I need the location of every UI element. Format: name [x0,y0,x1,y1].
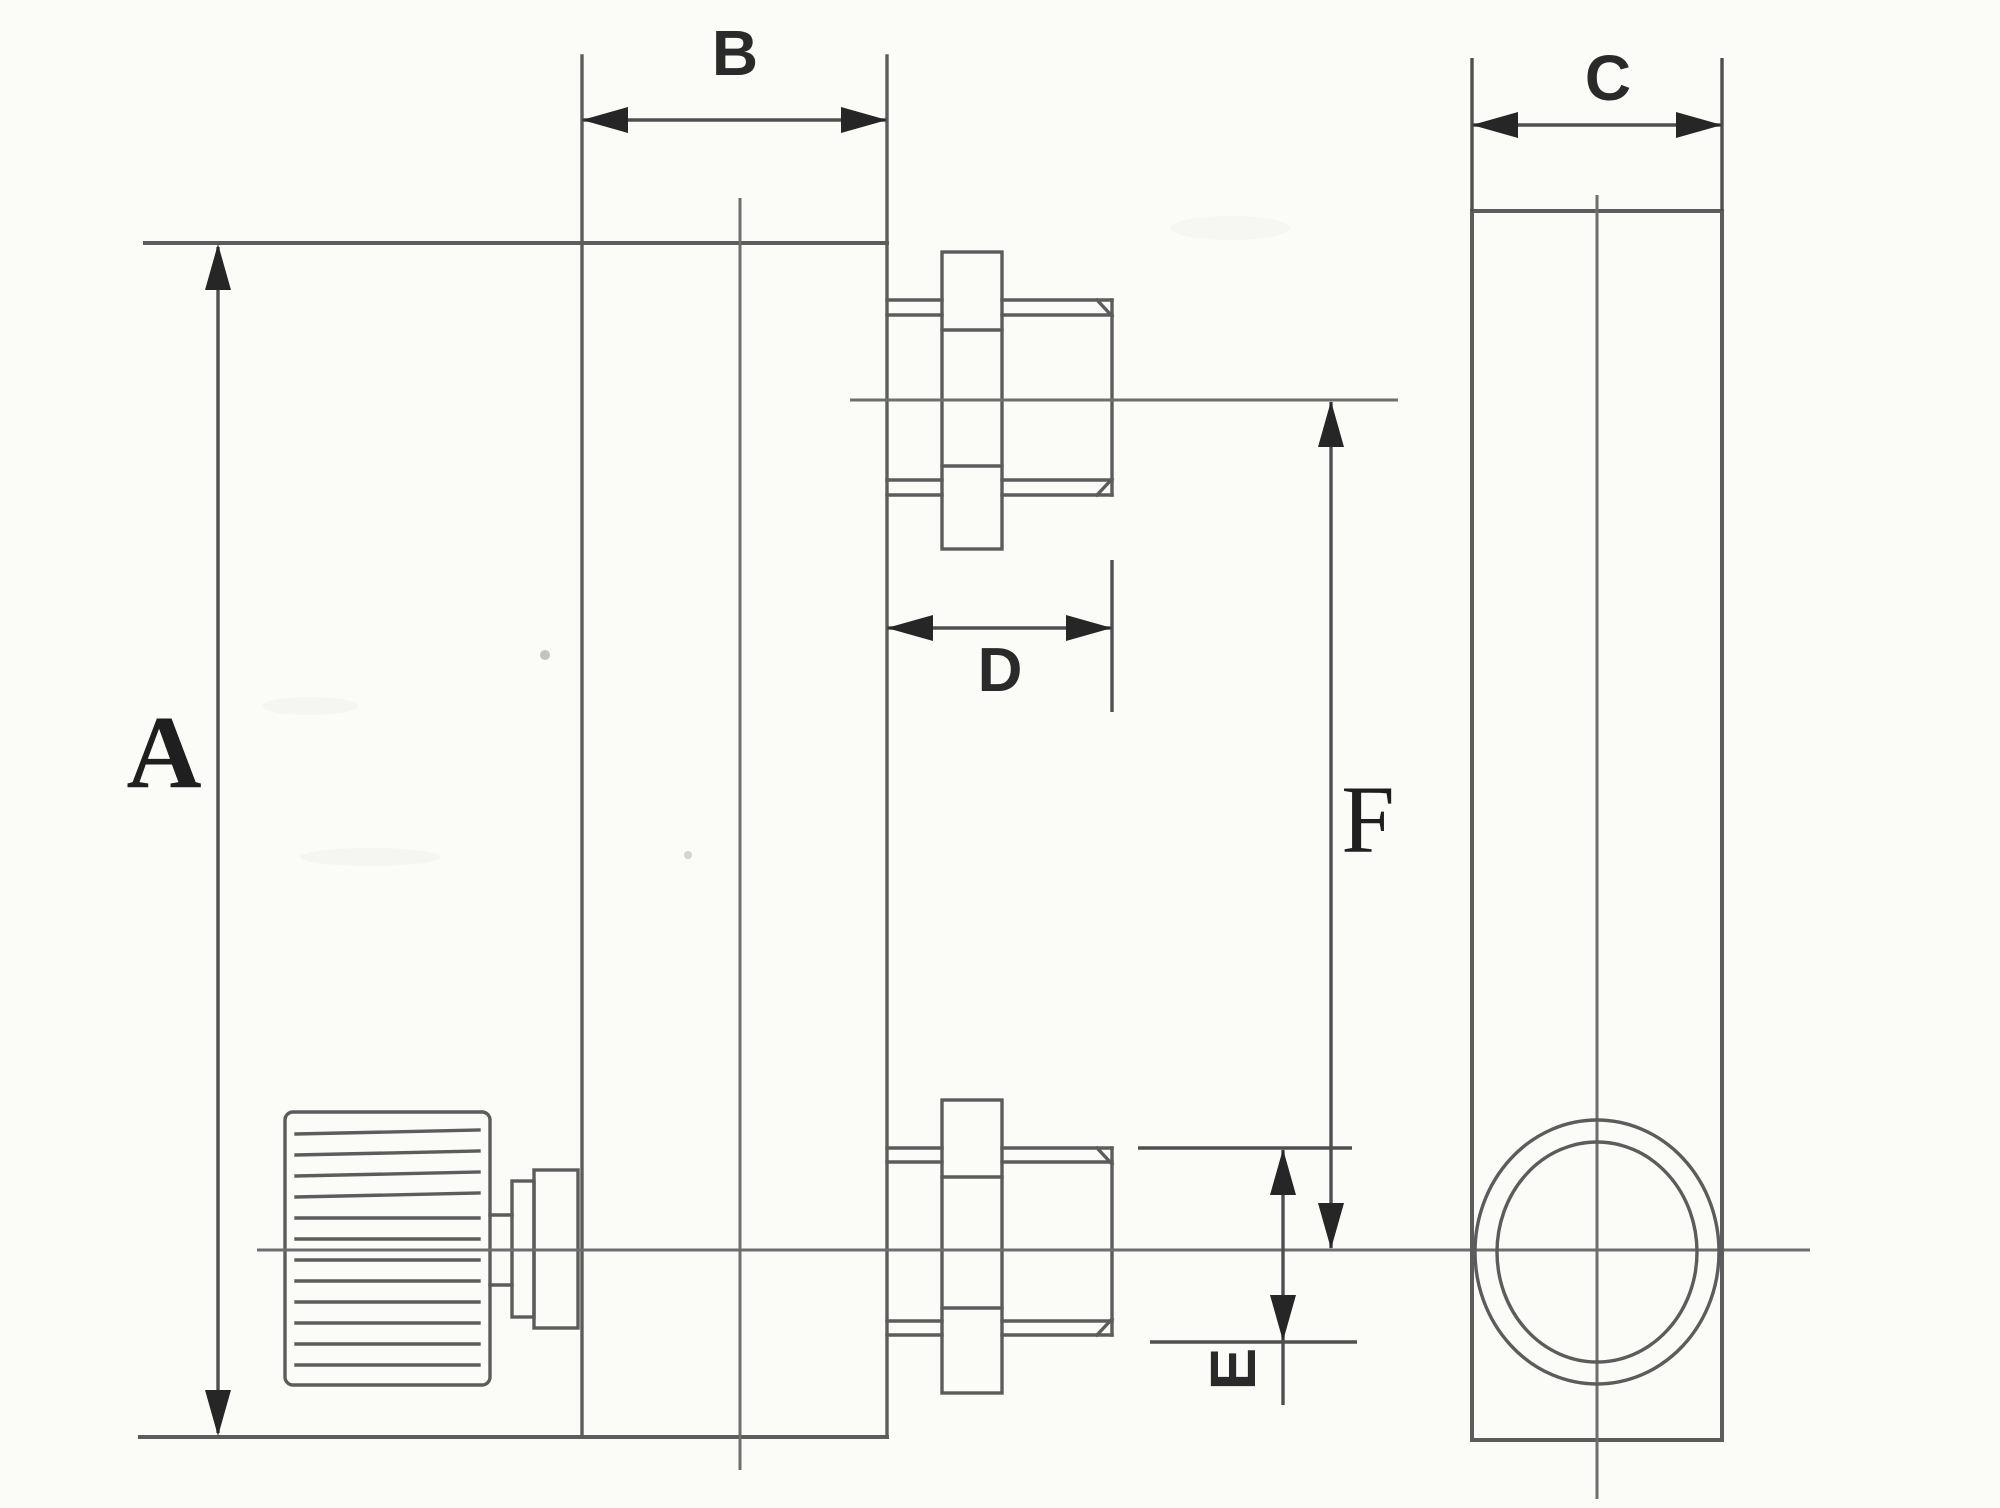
front-view [1470,195,1724,1499]
scan-smudge [262,697,358,715]
dimension-d: D [887,560,1114,712]
arrow-down-icon [205,1390,231,1436]
bottom-pipe-chamfer [1094,1316,1115,1338]
arrow-left-icon [582,107,628,133]
port-boss-inner-circle [1495,1140,1699,1364]
top-pipe-chamfer [1094,476,1115,498]
port-boss-outer-circle [1473,1118,1721,1386]
arrow-down-icon [1270,1295,1296,1341]
side-view [138,54,889,1470]
dimension-d-label: D [978,636,1023,705]
scan-smudge [300,848,440,866]
knob-knurl-line [294,1191,481,1199]
arrow-up-icon [1270,1149,1296,1195]
dimension-c: C [1470,42,1724,211]
arrow-right-icon [1066,615,1112,641]
dimension-e: E [1138,1146,1357,1405]
dimension-f: F [1318,401,1395,1249]
scan-dot [684,851,692,859]
bottom-port-nut [940,1098,1004,1395]
bottom-pipe-chamfer [1094,1145,1115,1167]
arrow-up-icon [1318,401,1344,447]
scan-smudge [1170,216,1290,240]
knob-knurl-line [294,1149,481,1157]
bottom-port-fitting [885,1098,1115,1395]
top-pipe-chamfer [1094,297,1115,319]
top-port-fitting [850,250,1398,551]
knob-knurling [294,1128,481,1367]
dimension-c-label: C [1585,42,1631,114]
dimension-b: B [582,17,887,133]
knob-knurl-line [294,1128,481,1136]
arrow-left-icon [1472,112,1518,138]
dimension-a: A [126,244,231,1436]
dimension-e-label: E [1197,1348,1269,1391]
arrow-down-icon [1318,1203,1344,1249]
scan-artifacts [262,216,1290,866]
arrow-up-icon [205,244,231,290]
dimension-b-label: B [712,17,758,89]
arrow-left-icon [887,615,933,641]
arrow-right-icon [841,107,887,133]
scan-dot [540,650,550,660]
dimension-a-label: A [126,695,201,810]
arrow-right-icon [1676,112,1722,138]
knob-knurl-line [294,1170,481,1178]
dimension-f-label: F [1341,766,1394,873]
